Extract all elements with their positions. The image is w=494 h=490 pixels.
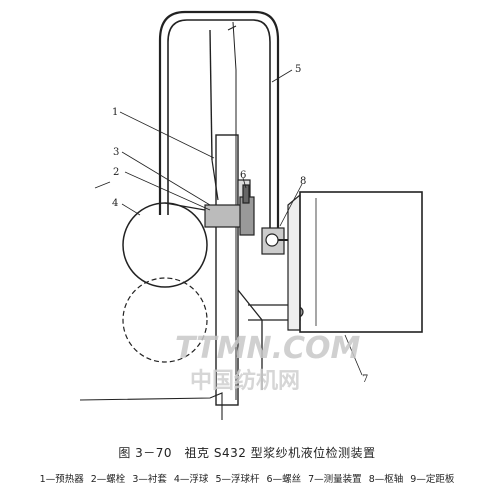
diagram-drawing — [79, 10, 423, 420]
legend-item: 4—浮球 — [173, 474, 209, 485]
leader-4 — [121, 203, 141, 216]
label-8: 8 — [300, 176, 306, 187]
label-6: 6 — [240, 170, 246, 181]
leader-6 — [242, 177, 247, 189]
leader-5 — [271, 69, 293, 83]
legend-item: 9—定距板 — [410, 474, 455, 485]
legend-item: 1—预热器 — [39, 474, 84, 485]
leader-1 — [119, 111, 215, 159]
legend-item: 8—枢轴 — [368, 474, 404, 485]
float-ball-rod-inner — [167, 19, 271, 230]
vertical-plate — [215, 134, 239, 406]
wire-hook — [227, 25, 237, 31]
legend-item: 5—浮球杆 — [215, 474, 260, 485]
label-4: 4 — [112, 198, 118, 209]
float-ball-rod — [158, 10, 280, 230]
leader-7 — [344, 334, 363, 376]
label-7: 7 — [362, 374, 368, 385]
diagram-canvas: 1 2 3 4 5 6 7 8 TTMN.COM 中国纺机网 — [79, 10, 423, 420]
leader-8 — [279, 183, 303, 227]
float-ball — [122, 202, 208, 288]
trough-line — [79, 392, 223, 420]
legend-item: 7—测量装置 — [308, 474, 362, 485]
label-3: 3 — [113, 147, 119, 158]
float-ball-dashed — [122, 277, 208, 363]
preheater-tube-hook — [211, 159, 219, 201]
legend-item: 6—螺丝 — [266, 474, 302, 485]
label-5: 5 — [295, 64, 301, 75]
leader-3 — [121, 151, 211, 206]
label-1: 1 — [112, 107, 118, 118]
pivot — [265, 233, 279, 247]
legend-item: 2—螺栓 — [90, 474, 126, 485]
preheater-tube — [209, 29, 213, 161]
figure-legend: 1—预热器 2—螺栓 3—衬套 4—浮球 5—浮球杆 6—螺丝 7—测量装置 8… — [0, 471, 494, 485]
screw — [242, 184, 250, 204]
lower-link — [237, 289, 263, 390]
leader-2 — [124, 171, 211, 211]
legend-item: 3—衬套 — [132, 474, 167, 485]
vertical-wire — [232, 21, 237, 400]
ball-arm — [164, 202, 206, 211]
watermark-sub: 中国纺机网 — [190, 368, 300, 394]
leader-extra — [94, 181, 111, 189]
label-2: 2 — [113, 167, 119, 178]
figure-caption: 图 3－70 祖克 S432 型浆纱机液位检测装置 — [118, 446, 376, 460]
measuring-device — [299, 191, 423, 333]
measuring-device-neck — [287, 193, 301, 331]
watermark-main: TTMN.COM — [175, 331, 360, 366]
